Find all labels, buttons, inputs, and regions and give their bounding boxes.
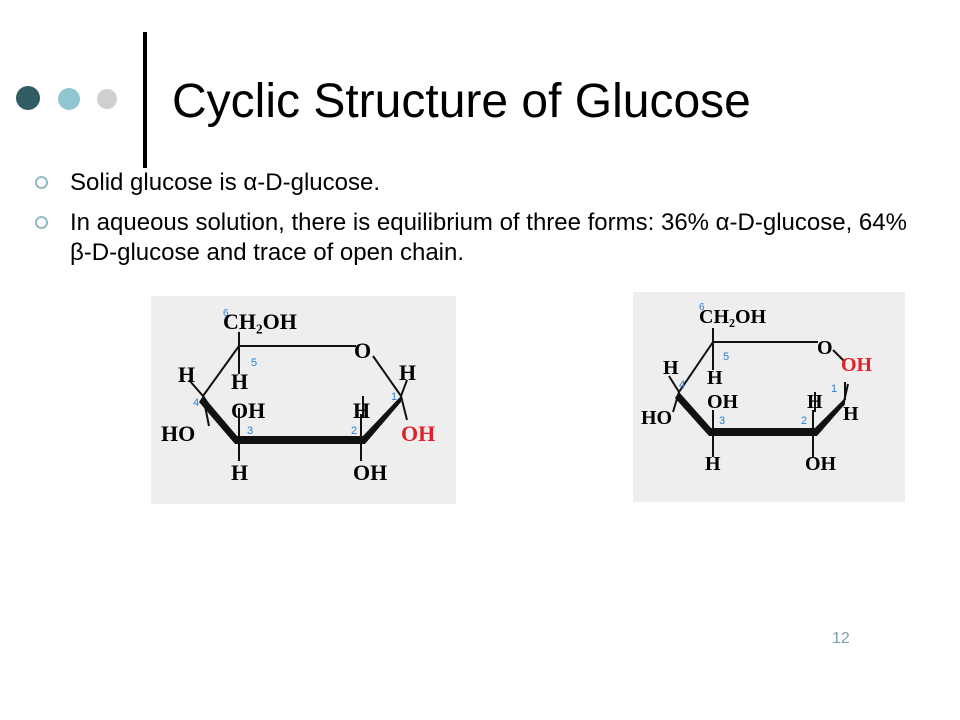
carbon-number: 4 (679, 379, 685, 391)
h-label: H (705, 453, 721, 475)
h-label: H (663, 357, 679, 379)
anomeric-oh-label: OH (401, 421, 435, 446)
ch2oh-label: CH₂OH (699, 306, 767, 328)
carbon-number: 5 (251, 357, 257, 369)
carbon-number: 5 (723, 351, 729, 363)
oh-label: OH (353, 460, 387, 485)
h-label: H (707, 367, 723, 389)
bullet-item: In aqueous solution, there is equilibriu… (32, 208, 932, 268)
carbon-number: 2 (801, 415, 807, 427)
beta-glucose-structure: CH₂OH O OH H H OH H H HO H OH 6 5 4 3 2 … (633, 292, 905, 502)
alpha-glucose-structure: CH₂OH O H H OH H H HO OH H OH 6 5 4 3 2 … (151, 296, 456, 504)
anomeric-oh-label: OH (841, 354, 873, 376)
ho-label: HO (641, 407, 672, 429)
bullet-list: Solid glucose is α-D-glucose. In aqueous… (32, 168, 932, 278)
bullet-circle-icon (35, 176, 48, 189)
h-label: H (231, 369, 248, 394)
oh-label: OH (231, 398, 265, 423)
dot-mid (58, 88, 80, 110)
carbon-number: 2 (351, 425, 357, 437)
h-label: H (178, 362, 195, 387)
carbon-number: 4 (193, 397, 199, 409)
carbon-number: 1 (391, 391, 397, 403)
dot-dark (16, 86, 40, 110)
carbon-number: 3 (247, 425, 253, 437)
bullet-circle-icon (35, 216, 48, 229)
ch2oh-label: CH₂OH (223, 309, 297, 334)
carbon-number: 1 (831, 383, 837, 395)
h-label: H (399, 360, 416, 385)
oh-label: OH (805, 453, 837, 475)
h-label: H (807, 391, 823, 413)
ho-label: HO (161, 421, 195, 446)
carbon-number: 3 (719, 415, 725, 427)
page-number: 12 (832, 630, 850, 647)
carbon-number: 6 (699, 302, 705, 313)
h-label: H (843, 403, 859, 425)
ring-oxygen-label: O (817, 337, 833, 359)
h-label: H (231, 460, 248, 485)
title-divider (143, 32, 147, 168)
slide-title: Cyclic Structure of Glucose (172, 75, 751, 128)
h-label: H (353, 398, 370, 423)
bullet-item: Solid glucose is α-D-glucose. (32, 168, 932, 198)
dot-light (97, 89, 117, 109)
oh-label: OH (707, 391, 739, 413)
bullet-text: Solid glucose is α-D-glucose. (70, 169, 381, 196)
carbon-number: 6 (223, 308, 229, 319)
ring-oxygen-label: O (354, 338, 371, 363)
bullet-text: In aqueous solution, there is equilibriu… (70, 209, 907, 266)
